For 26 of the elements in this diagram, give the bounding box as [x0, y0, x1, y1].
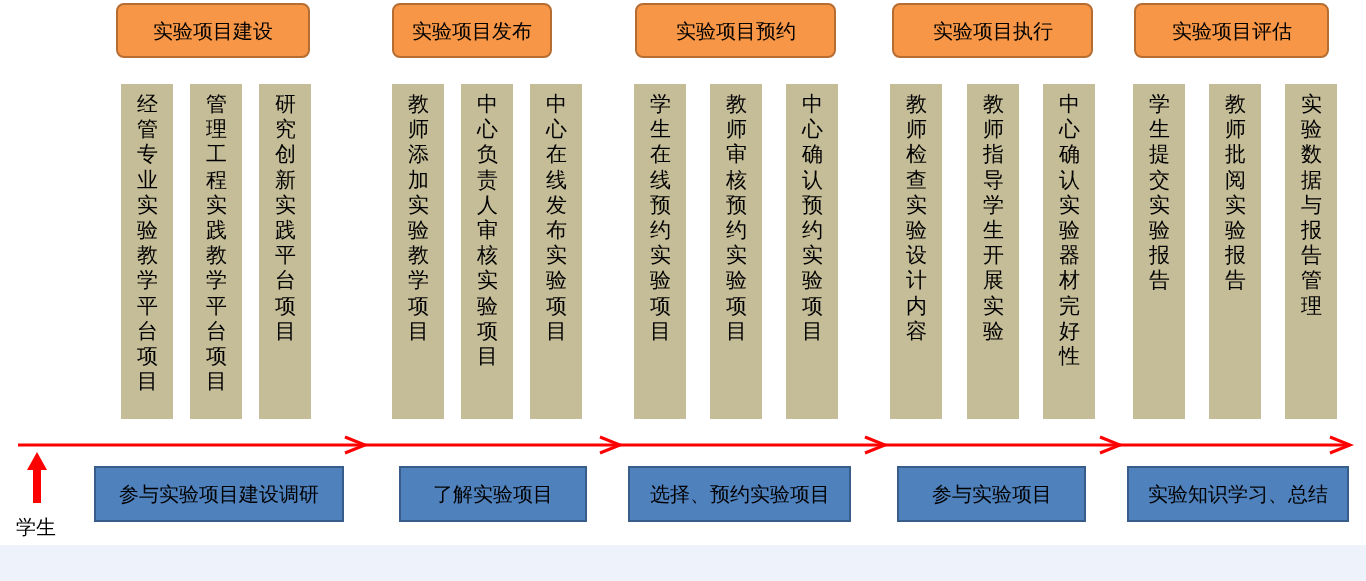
task-column: 教师审核预约实验项目 [710, 84, 762, 419]
task-column: 中心确认实验器材完好性 [1043, 84, 1095, 419]
task-column: 中心确认预约实验项目 [786, 84, 838, 419]
student-activity-box: 参与实验项目建设调研 [94, 466, 344, 522]
phase-box: 实验项目执行 [892, 3, 1093, 58]
phase-box: 实验项目预约 [635, 3, 836, 58]
task-column: 经管专业实验教学平台项目 [121, 84, 173, 419]
task-column: 学生提交实验报告 [1133, 84, 1185, 419]
task-column: 中心负责人审核实验项目 [461, 84, 513, 419]
student-activity-box: 参与实验项目 [897, 466, 1086, 522]
student-activity-box: 选择、预约实验项目 [628, 466, 851, 522]
task-column: 学生在线预约实验项目 [634, 84, 686, 419]
task-column: 实验数据与报告管理 [1285, 84, 1337, 419]
phase-box: 实验项目发布 [392, 3, 552, 58]
phase-box: 实验项目建设 [116, 3, 310, 58]
student-activity-box: 实验知识学习、总结 [1127, 466, 1349, 522]
student-activity-box: 了解实验项目 [399, 466, 587, 522]
task-column: 中心在线发布实验项目 [530, 84, 582, 419]
phase-box: 实验项目评估 [1134, 3, 1329, 58]
student-label: 学生 [16, 514, 56, 541]
task-column: 教师添加实验教学项目 [392, 84, 444, 419]
task-column: 研究创新实践平台项目 [259, 84, 311, 419]
task-column: 教师批阅实验报告 [1209, 84, 1261, 419]
task-column: 管理工程实践教学平台项目 [190, 84, 242, 419]
task-column: 教师检查实验设计内容 [890, 84, 942, 419]
task-column: 教师指导学生开展实验 [967, 84, 1019, 419]
